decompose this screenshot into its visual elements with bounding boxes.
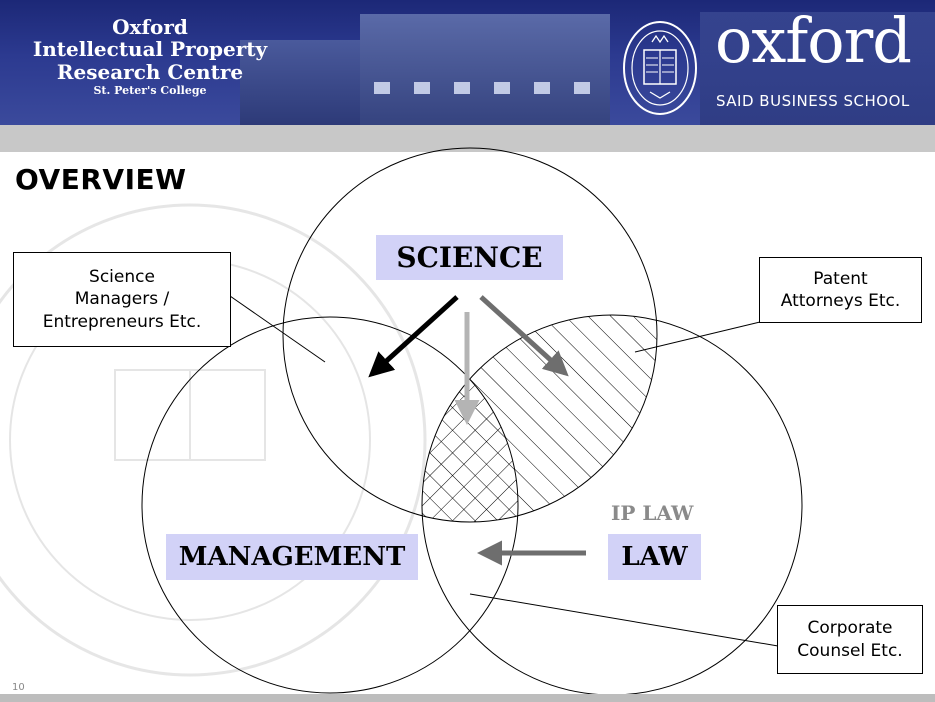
centre-name-line2: Intellectual Property [32,37,268,62]
footer-bar [0,694,935,702]
science-circle [282,147,658,523]
header-divider-bar [0,125,935,152]
banner-window [494,82,510,94]
header-banner: Oxford Intellectual Property Research Ce… [0,0,935,125]
banner-window [414,82,430,94]
callout-line: Managers / [74,289,170,310]
callout-line: Corporate [807,618,893,639]
banner-window [454,82,470,94]
law-label: LAW [608,534,701,580]
science-to-law-arrow [479,295,569,377]
centre-title: Oxford Intellectual Property Research Ce… [10,16,290,97]
slide-title: OVERVIEW [15,163,187,196]
banner-building-right [700,12,935,125]
banner-building-center [360,14,610,125]
science-managers-pointer [229,295,326,363]
ip-law-label: IP LAW [611,501,694,525]
banner-building-left [240,40,370,125]
said-business-school-label: SAID BUSINESS SCHOOL [716,92,910,110]
science-label: SCIENCE [376,235,563,280]
centre-name-line3: Research Centre [56,59,244,84]
oxford-wordmark: oxford [715,4,912,77]
centre-name-line1: Oxford [112,15,188,39]
banner-window [534,82,550,94]
science-managers-callout: Science Managers / Entrepreneurs Etc. [13,252,231,347]
callout-line: Entrepreneurs Etc. [42,311,202,332]
college-name: St. Peter's College [93,84,207,98]
management-label: MANAGEMENT [166,534,418,580]
management-circle [141,316,519,694]
callout-line: Patent [813,268,868,289]
science-to-management-arrow [368,295,459,378]
corporate-counsel-pointer [469,593,779,647]
patent-attorneys-pointer [634,321,761,353]
banner-window [574,82,590,94]
slide-number: 10 [12,682,25,693]
callout-line: Attorneys Etc. [780,291,901,311]
university-crest-icon [623,21,697,115]
corporate-counsel-callout: Corporate Counsel Etc. [777,605,923,674]
banner-window [374,82,390,94]
patent-attorneys-callout: Patent Attorneys Etc. [759,257,922,323]
callout-line: Science [89,267,155,288]
callout-line: Counsel Etc. [797,640,903,661]
